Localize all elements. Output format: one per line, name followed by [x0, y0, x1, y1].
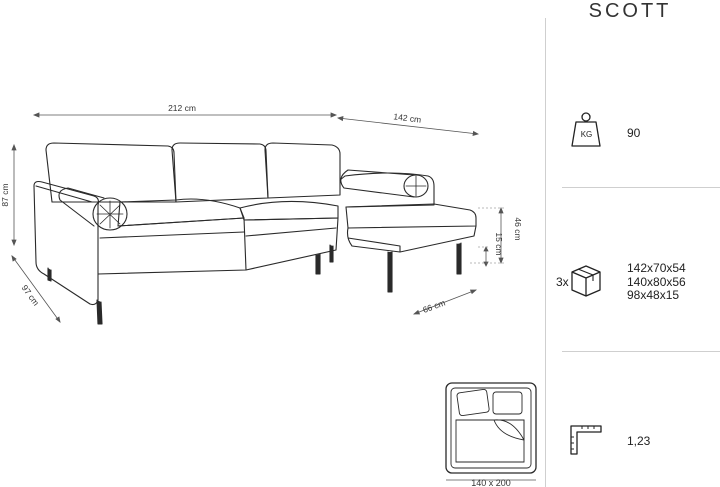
package-list: 142x70x54 140x80x56 98x48x15: [627, 261, 686, 303]
bolster-pillow-body: [58, 187, 105, 227]
package-item: 142x70x54: [627, 261, 686, 275]
leg-front-left: [96, 299, 103, 325]
separator-1: [562, 187, 720, 188]
box-icon: [571, 265, 601, 297]
leg-chaise-front: [387, 251, 393, 293]
chaise-bolster-body: [340, 169, 415, 198]
weight-value: 90: [627, 126, 641, 140]
weight-unit: KG: [580, 130, 593, 139]
dim-seat-height-label: 46 cm: [513, 217, 523, 240]
seat-front-right: [243, 217, 339, 271]
volume-ruler-icon: [570, 425, 602, 455]
dim-chaise-depth-label: 66 cm: [421, 298, 446, 315]
bed-size-label: 140 x 200: [471, 478, 511, 487]
dim-leg-height-label: 15 cm: [494, 232, 504, 255]
leg-front-middle: [315, 253, 321, 275]
dim-depth-label: 97 cm: [20, 283, 42, 308]
volume-value: 1,23: [627, 434, 651, 448]
sleeping-area-icon: [445, 382, 537, 481]
product-title: SCOTT: [588, 0, 672, 22]
seat-cushion-right-top: [239, 200, 339, 221]
back-cushion-left: [45, 142, 177, 203]
panel-divider: [545, 18, 546, 487]
package-item: 98x48x15: [627, 288, 680, 302]
weight-icon: [571, 112, 601, 147]
seat-line-right: [245, 227, 337, 237]
chaise-back: [339, 172, 435, 208]
leg-chaise-side: [456, 242, 462, 275]
back-cushion-middle: [171, 142, 269, 203]
back-cushion-right: [264, 142, 341, 199]
chaise-base-line: [347, 237, 401, 253]
dim-chaise-length-label: 142 cm: [393, 111, 422, 124]
separator-2: [562, 351, 720, 352]
package-count: 3x: [556, 275, 569, 289]
chaise-front: [346, 225, 477, 253]
dim-width-label: 212 cm: [168, 103, 196, 113]
chaise-bolster-end: [403, 174, 429, 198]
package-item: 140x80x56: [627, 274, 686, 289]
dim-height-label: 87 cm: [0, 183, 10, 206]
left-arm: [33, 180, 100, 306]
left-arm-top-edge: [35, 185, 93, 203]
chaise-seat-top: [345, 203, 477, 229]
bolster-pillow-end: [92, 197, 128, 231]
seat-line-left: [99, 231, 245, 239]
seat-front-left: [97, 217, 247, 275]
